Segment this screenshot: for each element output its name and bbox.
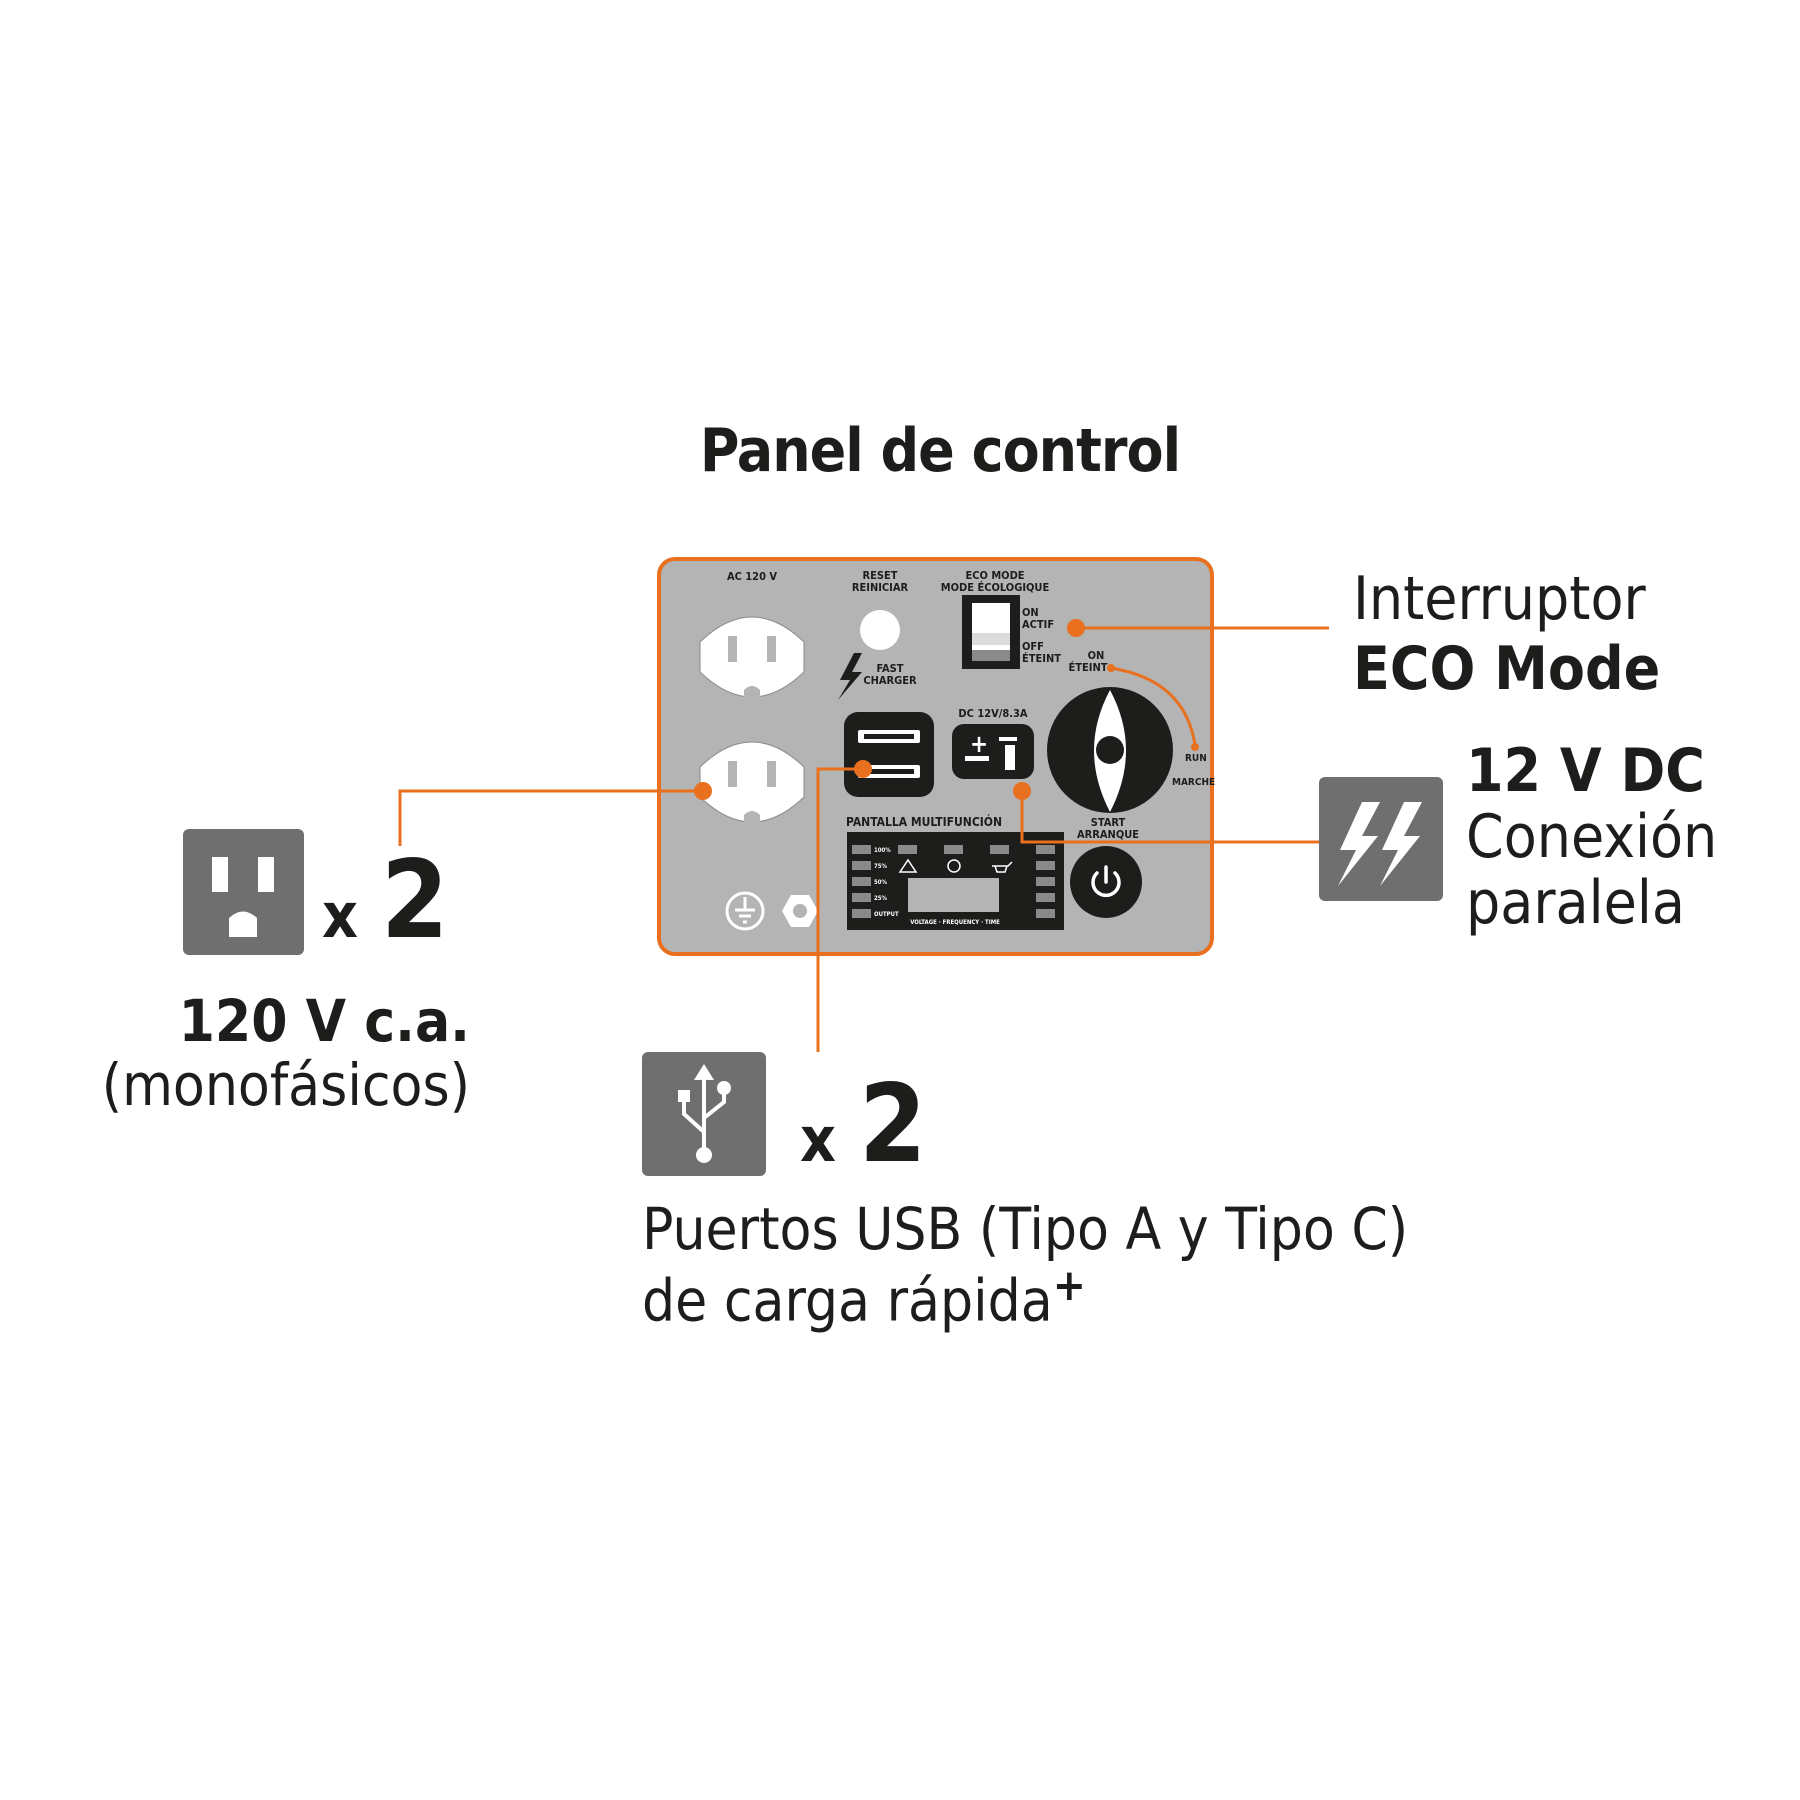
eco-callout-line2: ECO Mode (1353, 634, 1661, 704)
usb-callout-superscript: + (1052, 1259, 1086, 1311)
usb-times: x (800, 1103, 836, 1176)
eco-callout-line1: Interruptor (1353, 564, 1646, 634)
usb-ports[interactable] (844, 712, 934, 797)
page-title: Panel de control (699, 416, 1181, 486)
display-footer: VOLTAGE · FREQUENCY · TIME (910, 919, 1000, 926)
outlet-icon (183, 829, 304, 955)
ac-outlet-top (699, 616, 805, 702)
outlet-callout-line2: (monofásicos) (101, 1050, 470, 1119)
outlet-count-value: 2 (380, 838, 449, 963)
outlet-count: x 2 (322, 838, 449, 963)
display-level-50: 50% (874, 879, 888, 886)
dc-callout-line3: paralela (1466, 868, 1685, 938)
dc-callout-line1: 12 V DC (1466, 736, 1705, 806)
dc-label: DC 12V/8.3A (958, 707, 1027, 720)
dc-callout-line2: Conexión (1466, 802, 1718, 872)
usb-count: x 2 (800, 1062, 927, 1187)
display-level-75: 75% (874, 863, 888, 870)
lightning-icon (838, 653, 862, 700)
display-level-25: 25% (874, 895, 888, 902)
display-level-bars (852, 845, 871, 918)
ac-label: AC 120 V (727, 570, 777, 583)
warning-icon (898, 858, 918, 873)
dc-plus-icon: + (970, 730, 988, 758)
usb-count-value: 2 (858, 1062, 927, 1187)
eco-callout: Interruptor ECO Mode (1353, 566, 1660, 702)
dial-run-label: RUN (1185, 753, 1207, 764)
callout-dots (694, 619, 1085, 800)
dial-marche-label: MARCHE (1172, 777, 1215, 788)
ac-outlet-bottom (699, 741, 805, 827)
reset-button[interactable] (860, 610, 900, 650)
outlet-callout: 120 V c.a. (monofásicos) (101, 987, 470, 1119)
overload-icon (947, 859, 961, 873)
usb-callout-line2: de carga rápida (642, 1266, 1053, 1335)
dc-callout: 12 V DC Conexión paralela (1466, 738, 1717, 936)
oil-icon (992, 861, 1013, 873)
ground-terminal-icon (725, 891, 765, 931)
display-label: PANTALLA MULTIFUNCIÓN (846, 814, 1002, 829)
usb-callout-line1: Puertos USB (Tipo A y Tipo C) (642, 1195, 1409, 1263)
display-screen (908, 878, 999, 912)
start-button[interactable] (1070, 846, 1142, 918)
double-lightning-icon (1319, 777, 1443, 901)
callout-leaders (398, 626, 1329, 1052)
outlet-callout-line1: 120 V c.a. (178, 987, 470, 1055)
display-level-output: OUTPUT (874, 911, 899, 918)
display-level-100: 100% (874, 847, 891, 854)
usb-icon (642, 1052, 766, 1176)
nut-icon (782, 895, 818, 927)
outlet-times: x (322, 879, 358, 952)
usb-callout: Puertos USB (Tipo A y Tipo C) de carga r… (642, 1195, 1409, 1335)
choke-dial[interactable] (1047, 687, 1173, 813)
dc-socket[interactable] (952, 724, 1034, 779)
